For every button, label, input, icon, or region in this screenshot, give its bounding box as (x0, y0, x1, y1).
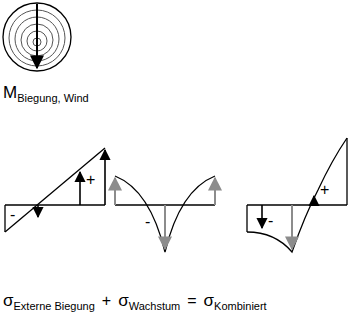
sign-label: + (86, 172, 95, 188)
symbol-text: σ (3, 292, 14, 309)
stem-cross-section (3, 3, 71, 71)
stress-formula: σExterne Biegung+σWachstum=σKombiniert (3, 292, 267, 309)
moment-label: MBiegung, Wind (3, 84, 89, 101)
subscript-text: Wachstum (129, 301, 181, 312)
combined-stress-diagram (247, 138, 347, 252)
growth-stress-diagram (115, 176, 215, 252)
bending-arrow (36, 4, 38, 68)
bending-stress-diagram (5, 148, 105, 232)
sign-label: + (320, 182, 329, 198)
sign-label: - (145, 214, 150, 230)
subscript-text: Biegung, Wind (17, 93, 89, 104)
subscript-text: Kombiniert (214, 301, 267, 312)
operator-text: = (187, 293, 196, 309)
symbol-text: M (3, 84, 17, 101)
sign-label: - (268, 213, 273, 229)
operator-text: + (102, 293, 111, 309)
sign-label: - (10, 207, 15, 223)
subscript-text: Externe Biegung (14, 301, 95, 312)
symbol-text: σ (204, 292, 215, 309)
symbol-text: σ (118, 292, 129, 309)
